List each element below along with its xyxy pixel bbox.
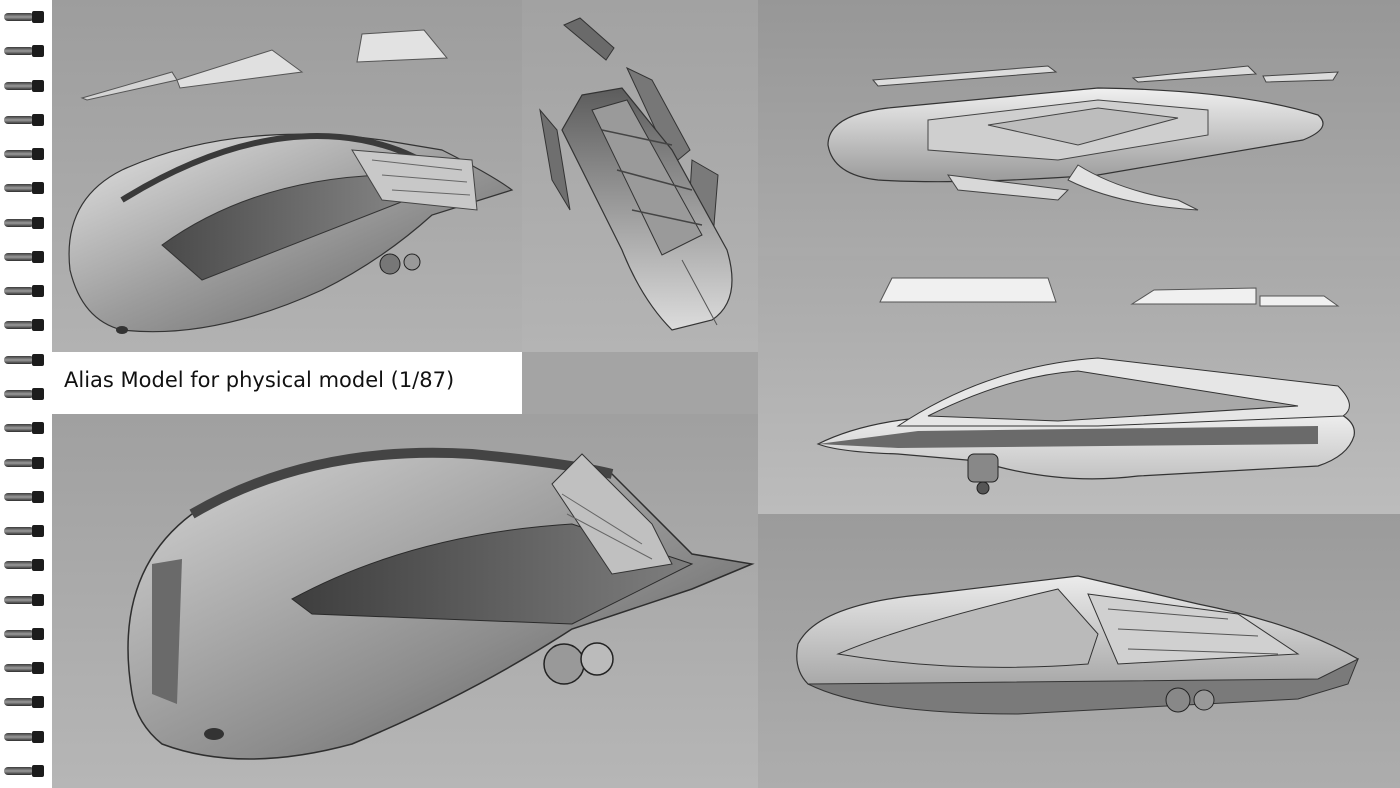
binding-ring — [4, 695, 46, 709]
binding-ring — [4, 627, 46, 641]
binding-ring — [4, 387, 46, 401]
binding-ring — [4, 490, 46, 504]
binding-ring — [4, 558, 46, 572]
render-perspective-closeup — [52, 414, 758, 788]
render-exploded-top — [522, 0, 758, 352]
boat-model-exploded-top — [539, 17, 733, 331]
caption-text: Alias Model for physical model (1/87) — [64, 368, 455, 392]
binding-ring — [4, 318, 46, 332]
binding-ring — [4, 524, 46, 538]
render-top-view — [758, 0, 1400, 256]
binding-ring — [4, 113, 46, 127]
binding-ring — [4, 181, 46, 195]
binding-ring — [4, 730, 46, 744]
spiral-binding — [0, 0, 52, 788]
binding-ring — [4, 661, 46, 675]
binding-ring — [4, 764, 46, 778]
binding-ring — [4, 147, 46, 161]
binding-ring — [4, 79, 46, 93]
render-perspective-rear — [52, 0, 522, 352]
render-three-quarter-view — [758, 514, 1400, 788]
binding-ring — [4, 10, 46, 24]
binding-ring — [4, 421, 46, 435]
binding-ring — [4, 44, 46, 58]
binding-ring — [4, 216, 46, 230]
caption-panel: Alias Model for physical model (1/87) — [52, 352, 522, 414]
render-side-view — [758, 256, 1400, 514]
boat-model-perspective-rear — [68, 29, 514, 334]
boat-model-side-view — [816, 277, 1355, 495]
binding-ring — [4, 456, 46, 470]
boat-model-top-view — [827, 65, 1339, 211]
boat-model-three-quarter-view — [796, 575, 1359, 715]
binding-ring — [4, 593, 46, 607]
binding-ring — [4, 250, 46, 264]
binding-ring — [4, 284, 46, 298]
boat-model-perspective-closeup — [127, 447, 755, 760]
binding-ring — [4, 353, 46, 367]
